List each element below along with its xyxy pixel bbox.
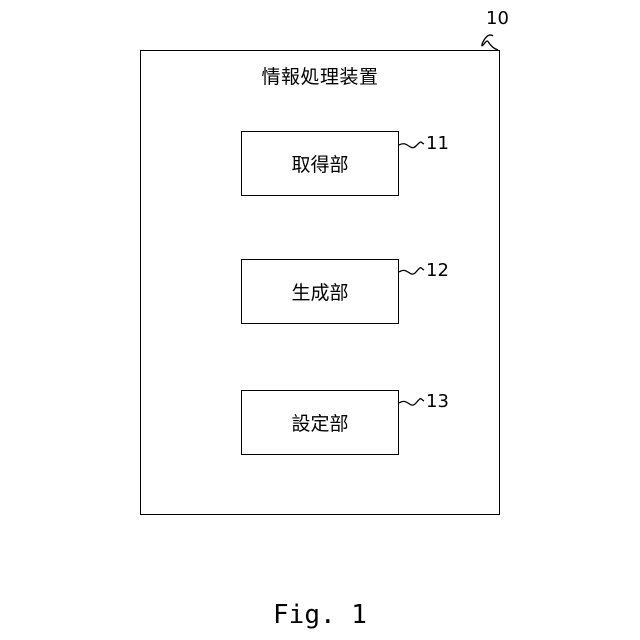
acquisition-unit-label: 取得部 [291,150,348,177]
generation-unit-label: 生成部 [291,278,348,305]
acquisition-unit-box: 取得部 [241,131,399,196]
setting-unit-label: 設定部 [291,409,348,436]
figure-caption: Fig. 1 [0,600,640,630]
leader-10 [482,35,498,50]
device-title: 情報処理装置 [0,62,640,89]
acquisition-unit-ref: 11 [426,133,449,154]
generation-unit-box: 生成部 [241,259,399,324]
device-ref-label: 10 [486,8,509,29]
setting-unit-box: 設定部 [241,390,399,455]
generation-unit-ref: 12 [426,260,449,281]
setting-unit-ref: 13 [426,391,449,412]
